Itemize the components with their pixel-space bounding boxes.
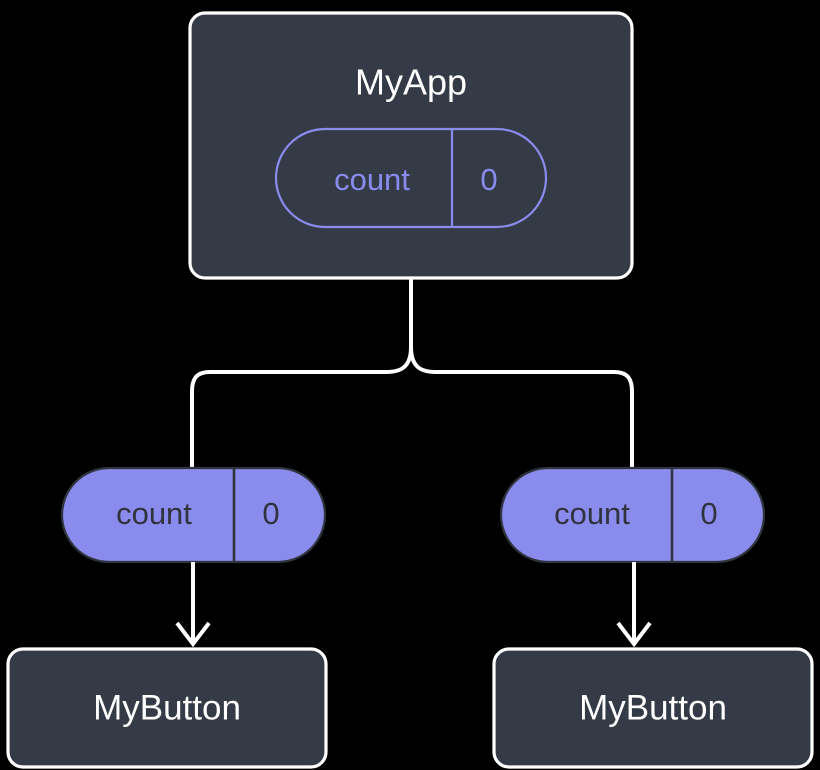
root-state-pill-key: count xyxy=(334,162,410,197)
connector-branch-right xyxy=(409,346,634,468)
child-left-prop-pill[interactable]: count 0 xyxy=(60,466,327,564)
child-right-button-label: MyButton xyxy=(579,688,727,727)
root-state-pill-value: 0 xyxy=(480,162,497,197)
child-left-button-label: MyButton xyxy=(93,688,241,727)
child-right-prop-pill-shape[interactable] xyxy=(499,466,766,564)
connector-branch-left xyxy=(190,346,413,468)
child-left-arrow xyxy=(175,562,211,648)
child-right-arrow-head-icon xyxy=(616,621,652,648)
child-right-node[interactable]: count 0 MyButton xyxy=(492,466,814,769)
child-right-button-box[interactable] xyxy=(492,647,814,769)
child-left-node[interactable]: count 0 MyButton xyxy=(6,466,328,769)
child-right-arrow xyxy=(616,562,652,648)
child-left-button-box[interactable] xyxy=(6,647,328,769)
root-state-pill[interactable]: count 0 xyxy=(274,127,548,229)
child-left-prop-pill-shape[interactable] xyxy=(60,466,327,564)
child-left-prop-pill-value: 0 xyxy=(262,496,279,531)
child-right-button-node[interactable]: MyButton xyxy=(492,647,814,769)
child-left-button-node[interactable]: MyButton xyxy=(6,647,328,769)
root-state-pill-shape[interactable] xyxy=(274,127,548,229)
root-component-title: MyApp xyxy=(355,62,467,103)
child-right-prop-pill-key: count xyxy=(554,496,630,531)
connector-group xyxy=(190,278,634,468)
child-right-prop-pill[interactable]: count 0 xyxy=(499,466,766,564)
root-component-box[interactable] xyxy=(188,11,634,280)
child-left-prop-pill-key: count xyxy=(116,496,192,531)
child-right-prop-pill-value: 0 xyxy=(700,496,717,531)
child-left-arrow-head-icon xyxy=(175,621,211,648)
root-component-node[interactable]: MyApp count 0 xyxy=(188,11,634,280)
